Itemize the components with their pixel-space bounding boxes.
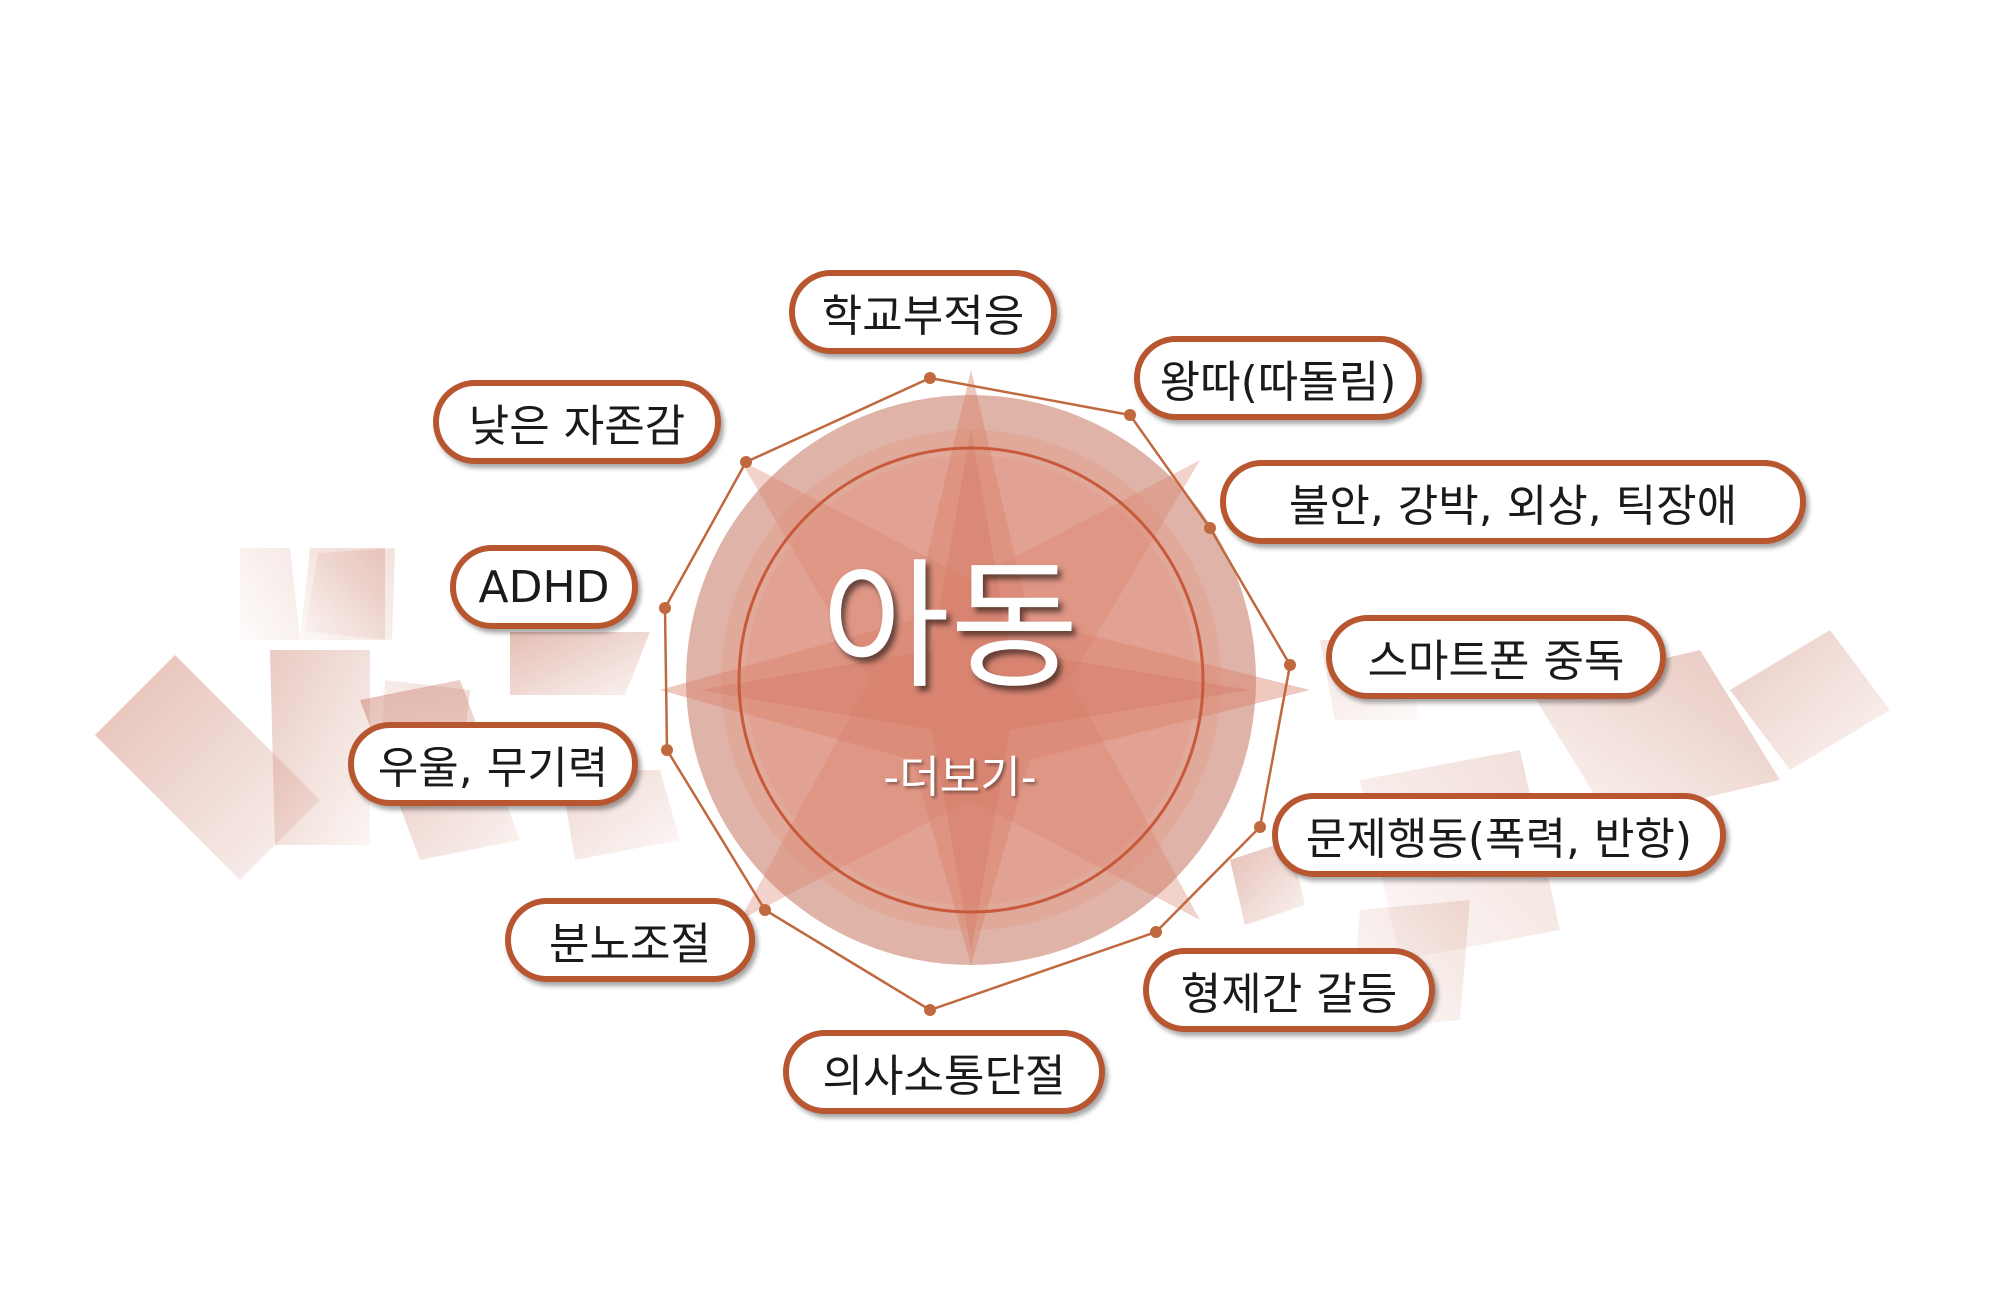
topic-sibling[interactable]: 형제간 갈등	[1143, 948, 1435, 1032]
connector-node	[924, 372, 936, 384]
topic-label: 우울, 무기력	[377, 743, 609, 794]
connector-node	[740, 456, 752, 468]
topic-school[interactable]: 학교부적응	[789, 270, 1057, 354]
connector-node	[1284, 659, 1296, 671]
connector-node	[1204, 522, 1216, 534]
connector-node	[1124, 409, 1136, 421]
topic-label: 문제행동(폭력, 반항)	[1305, 814, 1693, 865]
topic-anger[interactable]: 분노조절	[505, 898, 755, 982]
topic-communication[interactable]: 의사소통단절	[783, 1030, 1105, 1114]
topic-smartphone[interactable]: 스마트폰 중독	[1326, 615, 1666, 699]
connector-node	[1254, 821, 1266, 833]
topic-label: 낮은 자존감	[468, 401, 686, 452]
topic-adhd[interactable]: ADHD	[450, 545, 638, 629]
more-link[interactable]: -더보기-	[883, 752, 1037, 803]
center-title: 아동	[821, 546, 1079, 709]
topic-selfesteem[interactable]: 낮은 자존감	[433, 380, 721, 464]
topic-label: 학교부적응	[821, 291, 1025, 342]
topic-label: 의사소통단절	[822, 1051, 1066, 1102]
connector-node	[924, 1004, 936, 1016]
topic-label: 불안, 강박, 외상, 틱장애	[1288, 481, 1738, 532]
topic-label: 분노조절	[549, 919, 711, 970]
central-emblem	[660, 370, 1310, 965]
topic-label: 스마트폰 중독	[1367, 636, 1625, 687]
topic-behavior[interactable]: 문제행동(폭력, 반항)	[1272, 793, 1726, 877]
topic-depression[interactable]: 우울, 무기력	[348, 722, 638, 806]
topic-bullying[interactable]: 왕따(따돌림)	[1134, 336, 1422, 420]
connector-node	[661, 744, 673, 756]
topic-anxiety[interactable]: 불안, 강박, 외상, 틱장애	[1220, 460, 1806, 544]
connector-node	[759, 904, 771, 916]
connector-network	[659, 372, 1296, 1016]
connector-node	[659, 602, 671, 614]
connector-node	[1150, 926, 1162, 938]
topic-label: ADHD	[478, 561, 610, 613]
topic-label: 왕따(따돌림)	[1159, 357, 1397, 408]
topic-label: 형제간 갈등	[1180, 969, 1398, 1020]
